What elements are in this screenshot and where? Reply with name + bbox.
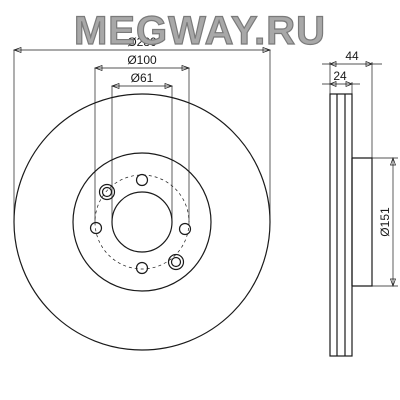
locating-hole-inner-1 [101, 186, 113, 198]
diameter-dimensions: Ø280 Ø100 Ø61 [12, 35, 272, 222]
label-center-bore: Ø61 [131, 71, 154, 85]
side-hat [352, 157, 373, 287]
hub-outline [72, 152, 212, 292]
bolt-hole-top [135, 173, 149, 187]
side-view [329, 93, 373, 357]
bolt-hole-bottom [135, 261, 149, 275]
front-view [13, 93, 271, 351]
locating-hole-outer-1 [98, 183, 116, 201]
side-outer-ring [329, 93, 353, 357]
label-total-thickness: 44 [345, 49, 359, 63]
locating-hole-outer-2 [167, 253, 185, 271]
center-bore [111, 191, 173, 253]
bolt-hole-left [89, 221, 103, 235]
label-disc-thickness: 24 [333, 69, 347, 83]
label-outer-diameter: Ø280 [127, 35, 157, 49]
label-hat-diameter: Ø151 [378, 207, 392, 237]
bolt-hole-upper-right [178, 222, 192, 236]
watermark-text: MEGWAY.RU [74, 9, 326, 53]
locating-hole-inner-2 [170, 256, 182, 268]
thickness-dimensions: 44 24 Ø151 [322, 49, 398, 288]
disc-outer-edge [13, 93, 271, 351]
label-bolt-circle: Ø100 [127, 53, 157, 67]
